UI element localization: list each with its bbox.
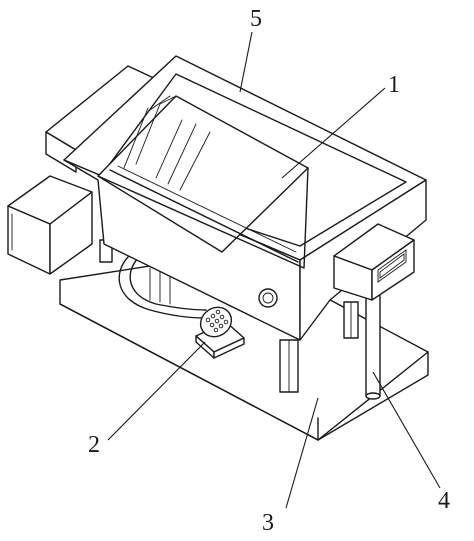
- leader-lines: [107, 31, 441, 509]
- callout-4: 4: [438, 488, 450, 514]
- pedal-holes: [205, 309, 229, 333]
- left-motor-box: [7, 175, 93, 275]
- control-box: [333, 223, 415, 301]
- callout-5: 5: [250, 6, 262, 32]
- leader-5: [239, 31, 253, 93]
- support-post: [365, 291, 381, 400]
- leader-2: [107, 341, 206, 441]
- leader-1: [281, 87, 386, 179]
- support-legs: [99, 239, 359, 393]
- callout-labels: 1 2 3 4 5: [88, 6, 450, 536]
- foot-pedal: [195, 306, 245, 359]
- tray: [97, 95, 309, 269]
- hose: [118, 254, 207, 319]
- leader-3: [285, 397, 319, 509]
- leader-4: [372, 371, 441, 489]
- callout-1: 1: [388, 72, 400, 98]
- callout-2: 2: [88, 432, 100, 458]
- callout-3: 3: [262, 510, 274, 536]
